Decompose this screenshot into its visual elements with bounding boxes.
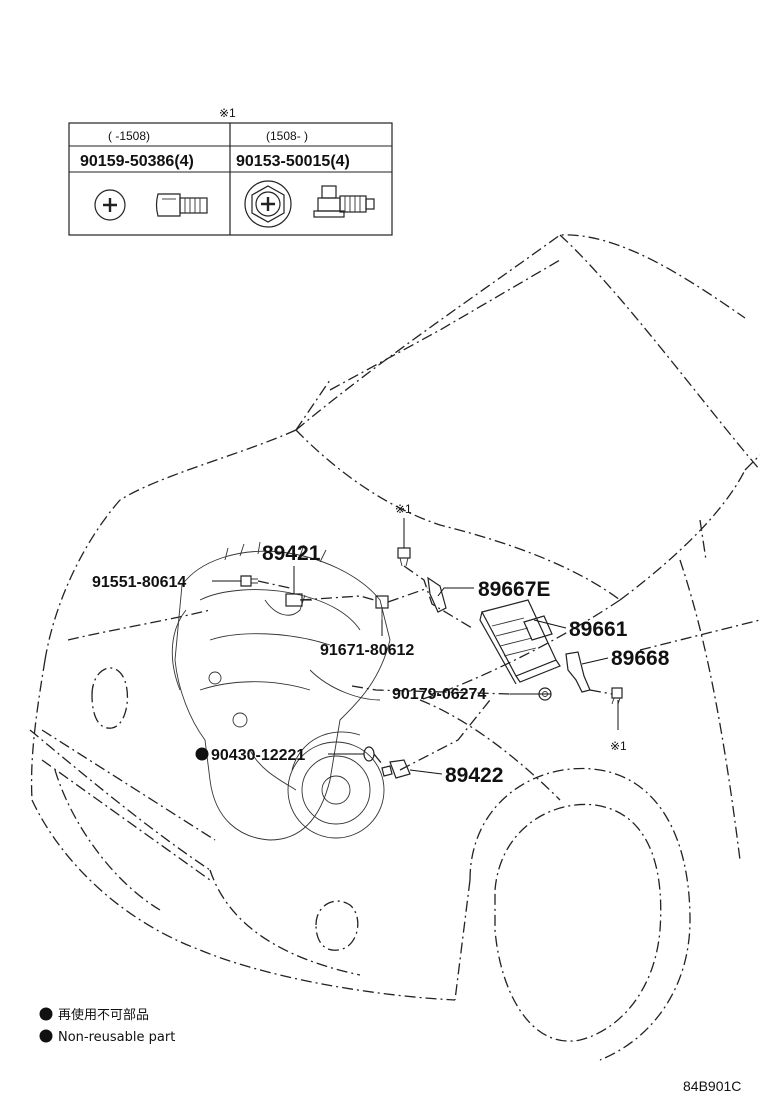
bolt-91671: [375, 595, 389, 620]
diagram-code: 84B901C: [683, 1078, 741, 1094]
callout-91551-80614: 91551-80614: [92, 574, 186, 591]
callout-89667e: 89667E: [478, 578, 550, 601]
callout-89668: 89668: [611, 647, 670, 670]
table-range-right: (1508- ): [266, 129, 308, 143]
sensor-89422: [381, 759, 411, 779]
legend-item-japanese: 再使用不可部品: [58, 1007, 149, 1023]
bolt-91551: [240, 575, 258, 587]
legend-item-english: Non-reusable part: [58, 1030, 175, 1045]
table-range-left: ( -1508): [108, 129, 150, 143]
leader-lines: [212, 518, 619, 775]
table-part-number-right: 90153-50015(4): [236, 153, 350, 170]
ecu-89661: [479, 599, 561, 685]
callout-89421: 89421: [262, 542, 321, 565]
legend: 再使用不可部品 Non-reusable part: [39, 1007, 175, 1045]
engine-assembly: [171, 541, 391, 841]
callout-91671-80612: 91671-80612: [320, 642, 414, 659]
callout-mark-upper: ※1: [395, 502, 412, 516]
callout-90179-06274: 90179-06274: [392, 686, 486, 703]
callout-mark-lower: ※1: [610, 739, 627, 753]
bracket-89667e: [427, 576, 447, 613]
table-note-mark: ※1: [219, 106, 236, 120]
callout-90430-12221: 90430-12221: [211, 747, 305, 764]
gasket-90430: [363, 746, 375, 762]
flange-screw-side-icon: [313, 185, 375, 218]
flange-screw-head-front-icon: [244, 180, 292, 228]
callout-89661: 89661: [569, 618, 628, 641]
table-part-number-left: 90159-50386(4): [80, 153, 194, 170]
non-reusable-dot-icon: [195, 747, 209, 761]
bolt-upper-mark: [397, 547, 411, 567]
screw-side-icon: [155, 193, 208, 217]
fastener-table: ※1 ( -1508) (1508- ) 90159-50386(4) 9015…: [68, 106, 393, 236]
legend-dot-icon: [39, 1007, 53, 1021]
callouts: 89421 91551-80614 ※1 89667E 91671-80612 …: [92, 502, 670, 787]
bracket-89668: [565, 651, 591, 693]
screw-head-front-icon: [94, 189, 126, 221]
legend-dot-icon: [39, 1029, 53, 1043]
callout-89422: 89422: [445, 764, 503, 787]
bolt-lower-mark: [611, 687, 623, 705]
